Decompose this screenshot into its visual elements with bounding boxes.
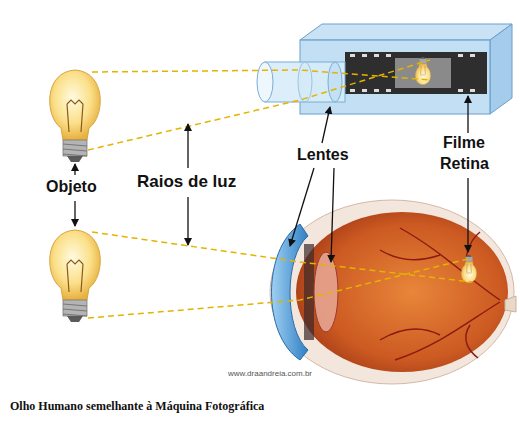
light-ray — [88, 60, 472, 318]
retina-label: Retina — [440, 155, 489, 173]
rays-label: Raios de luz — [137, 172, 236, 192]
lens-label: Lentes — [297, 146, 349, 164]
watermark: www.draandreia.com.br — [228, 369, 312, 378]
film-label: Filme — [443, 134, 485, 152]
caption: Olho Humano semelhante à Máquina Fotográ… — [10, 399, 264, 414]
leader-arrow — [75, 96, 468, 262]
object-label: Objeto — [46, 178, 97, 196]
eye — [270, 200, 516, 384]
bulb-object — [50, 230, 101, 322]
